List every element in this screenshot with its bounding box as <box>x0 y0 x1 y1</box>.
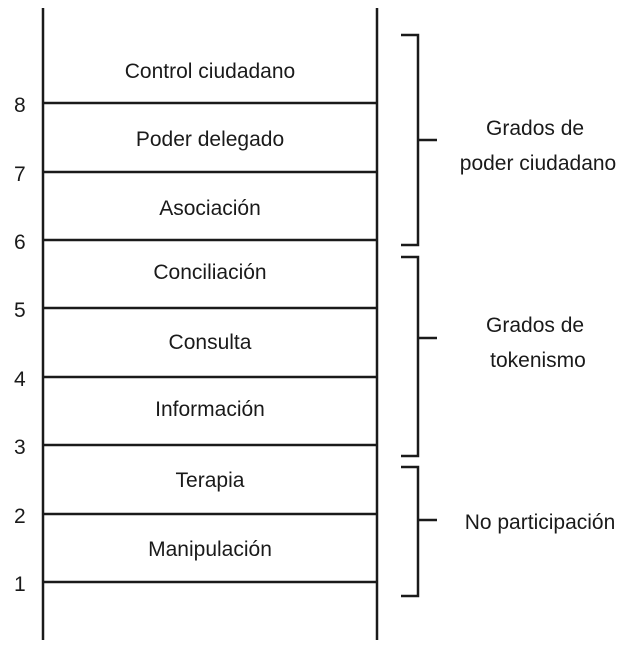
level-number-5: 5 <box>14 299 26 322</box>
group-label-poder-ciudadano-line-1: Grados de <box>486 117 584 140</box>
level-number-7: 7 <box>14 163 26 186</box>
level-number-3: 3 <box>14 436 26 459</box>
level-number-6: 6 <box>14 231 26 254</box>
group-label-tokenismo: Grados de tokenismo <box>486 314 590 372</box>
level-number-8: 8 <box>14 94 26 117</box>
group-label-no-participacion: No participación <box>465 511 616 534</box>
rung-label-asociacion: Asociación <box>159 197 261 220</box>
bracket-tokenismo <box>401 255 437 458</box>
group-label-tokenismo-line-1: Grados de <box>486 314 584 337</box>
bracket-no-participacion <box>401 465 437 598</box>
level-number-1: 1 <box>14 573 26 596</box>
rung-label-poder-delegado: Poder delegado <box>136 128 284 151</box>
group-label-poder-ciudadano: Grados de poder ciudadano <box>460 117 616 175</box>
rung-label-consulta: Consulta <box>169 331 252 354</box>
level-number-2: 2 <box>14 505 26 528</box>
rung-label-conciliacion: Conciliación <box>153 261 266 284</box>
rung-label-terapia: Terapia <box>176 469 245 492</box>
bracket-poder-ciudadano <box>401 33 437 247</box>
rung-label-manipulacion: Manipulación <box>148 538 272 561</box>
group-label-poder-ciudadano-line-2: poder ciudadano <box>460 152 616 175</box>
rung-label-informacion: Información <box>155 398 265 421</box>
level-number-4: 4 <box>14 368 26 391</box>
group-label-tokenismo-line-2: tokenismo <box>490 349 586 372</box>
group-label-no-participacion-line-1: No participación <box>465 511 616 534</box>
rung-label-control-ciudadano: Control ciudadano <box>125 60 295 83</box>
